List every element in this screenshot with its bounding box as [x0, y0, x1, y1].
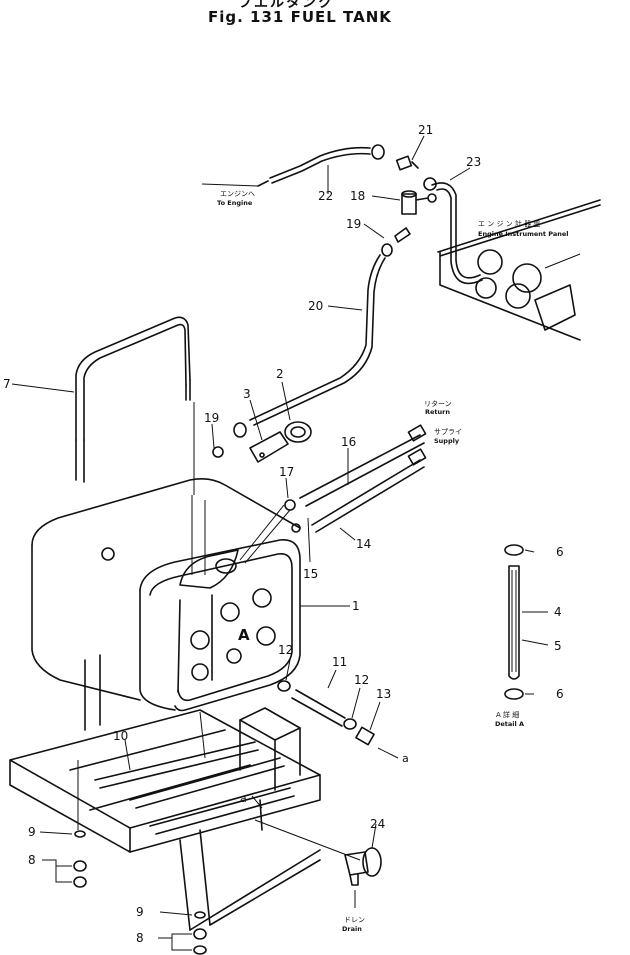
- callout-8-left: 8: [28, 853, 36, 867]
- callout-21: 21: [418, 123, 433, 137]
- text-labels: エンジンへ To Engine エ ン ジ ン 計 器 盤 Engine Ins…: [217, 190, 569, 933]
- callout-7: 7: [3, 377, 11, 391]
- drain-pipe: [277, 680, 399, 759]
- callout-14: 14: [356, 537, 371, 551]
- leader-lines: [11, 135, 549, 951]
- callout-8-bottom: 8: [136, 931, 144, 945]
- callout-15: 15: [303, 567, 318, 581]
- instrument-panel-label-jp: エ ン ジ ン 計 器 盤: [478, 219, 540, 228]
- callout-22: 22: [318, 189, 333, 203]
- callout-19-top: 19: [346, 217, 361, 231]
- callout-9-left: 9: [28, 825, 36, 839]
- callout-18: 18: [350, 189, 365, 203]
- supply-label-jp: サプライ: [434, 428, 462, 436]
- to-engine-label: To Engine: [217, 199, 253, 207]
- to-engine-label-jp: エンジンへ: [220, 190, 255, 198]
- point-a-label-2: a: [240, 792, 247, 805]
- callout-5: 5: [554, 639, 562, 653]
- figure-title: Fig. 131 FUEL TANK: [208, 8, 392, 26]
- callout-10: 10: [113, 729, 128, 743]
- detail-a-label-jp: A 詳 細: [496, 710, 519, 719]
- detail-a-label: Detail A: [495, 720, 524, 728]
- callout-24: 24: [370, 817, 385, 831]
- fitting-cluster: [381, 155, 437, 257]
- callout-numbers: 21 22 23 18 19 20 7 2 3 19 16 17 15 14 1…: [3, 123, 564, 945]
- callout-11: 11: [332, 655, 347, 669]
- callout-19-left: 19: [204, 411, 219, 425]
- instrument-panel-label: Engine Instrument Panel: [478, 230, 569, 238]
- callout-20: 20: [308, 299, 323, 313]
- base-frame: [9, 654, 361, 931]
- filler-cap-strainer: [212, 421, 312, 463]
- callout-1: 1: [352, 599, 360, 613]
- fasteners: [73, 760, 207, 955]
- callout-16: 16: [341, 435, 356, 449]
- callout-6-bottom: 6: [556, 687, 564, 701]
- fuel-tank: [31, 478, 301, 712]
- callout-23: 23: [466, 155, 481, 169]
- detail-a-gauge: [504, 544, 524, 700]
- supply-label: Supply: [434, 437, 460, 445]
- fuel-line-to-panel: [423, 177, 483, 285]
- drain-label: Drain: [342, 925, 362, 933]
- callout-13: 13: [376, 687, 391, 701]
- callout-12-left: 12: [278, 643, 293, 657]
- point-a-label-1: a: [402, 752, 409, 765]
- drain-label-jp: ドレン: [344, 916, 365, 924]
- fuel-line-20: [233, 254, 386, 438]
- callout-9-bottom: 9: [136, 905, 144, 919]
- return-label: Return: [425, 408, 450, 416]
- guard-frame: [75, 316, 195, 495]
- drain-valve: [344, 847, 382, 908]
- return-label-jp: リターン: [424, 399, 452, 408]
- callout-3: 3: [243, 387, 251, 401]
- callout-6-top: 6: [556, 545, 564, 559]
- callout-4: 4: [554, 605, 562, 619]
- tank-mark-a: A: [238, 626, 250, 644]
- callout-2: 2: [276, 367, 284, 381]
- engine-instrument-panel: [437, 199, 601, 341]
- fuel-line-to-engine: [257, 144, 385, 187]
- callout-12-right: 12: [354, 673, 369, 687]
- figure-title-japanese: フエルタンク: [238, 0, 334, 11]
- callout-17: 17: [279, 465, 294, 479]
